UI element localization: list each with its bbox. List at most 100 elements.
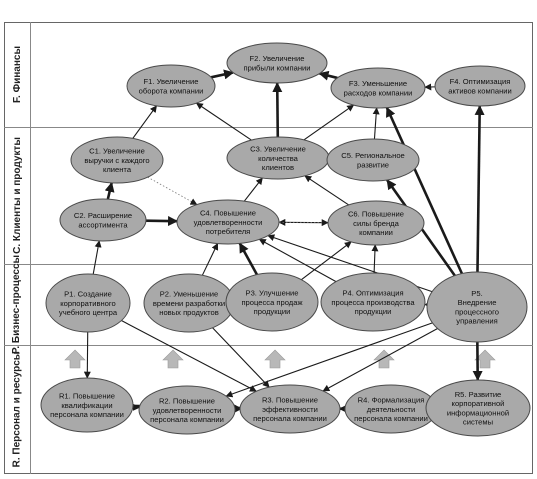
node-p5-line-2: Внедрение <box>458 298 497 307</box>
node-r3-line-2: эффективности <box>262 405 318 414</box>
node-p4-line-1: P4. Оптимизация <box>342 289 403 298</box>
node-f2-line-1: F2. Увеличение <box>250 54 305 63</box>
node-p5-line-1: P5. <box>471 289 482 298</box>
node-r2-line-2: удовлетворенности <box>153 406 222 415</box>
node-r3-line-1: R3. Повышение <box>262 396 318 405</box>
node-p4-shape <box>320 272 426 332</box>
connector-c1-to-c4 <box>147 176 198 205</box>
connector-p1-to-r3 <box>121 320 257 392</box>
connector-c6-to-c3 <box>304 175 350 206</box>
lane-divider-customers-processes <box>4 264 533 265</box>
connector-p3-to-c4 <box>238 242 259 276</box>
node-r2: R2. Повышениеудовлетворенностиперсонала … <box>138 385 236 435</box>
node-r3-line-3: персонала компании <box>253 414 327 423</box>
connector-c1-to-f1 <box>132 105 157 139</box>
node-r3-shape <box>239 384 341 434</box>
node-f3-line-1: F3. Уменьшение <box>349 79 407 88</box>
node-r5-line-3: информационной <box>447 408 509 417</box>
connector-p3-to-c6 <box>301 241 352 281</box>
node-f4-line-2: активов компании <box>448 86 512 95</box>
node-r4-line-3: персонала компании <box>354 414 428 423</box>
connector-c3-to-f1 <box>195 102 252 141</box>
node-c2-shape <box>59 198 147 242</box>
node-c4-line-3: потребителя <box>206 227 251 236</box>
node-c1-line-3: клиента <box>103 165 132 174</box>
node-f1-shape <box>126 64 216 108</box>
node-f4-line-1: F4. Оптимизация <box>450 77 511 86</box>
connector-p2-to-c4 <box>201 242 219 276</box>
connector-c3-to-f3 <box>303 104 355 141</box>
node-f1-line-2: оборота компании <box>139 86 204 95</box>
node-c5-shape <box>326 138 420 182</box>
node-p5-line-3: процессного <box>455 307 499 316</box>
node-c1-shape <box>70 136 164 184</box>
connector-c5-to-f3 <box>372 107 380 140</box>
node-p3-shape <box>225 272 319 332</box>
node-r1-line-2: квалификации <box>61 401 112 410</box>
connector-p5-to-f3 <box>385 106 464 275</box>
node-f1-line-1: F1. Увеличение <box>144 77 199 86</box>
node-p3-line-2: процесса продаж <box>241 298 303 307</box>
block-arrow-up-1 <box>64 349 86 369</box>
connector-f3-to-f2 <box>318 70 338 81</box>
node-c3-line-3: клиентов <box>262 163 294 172</box>
node-p1-shape <box>45 273 131 333</box>
node-c1-line-2: выручки с каждого <box>84 156 149 165</box>
node-c5-line-1: C5. Региональное <box>341 151 405 160</box>
node-r5-shape <box>425 379 531 437</box>
connector-c4-to-c3 <box>243 177 263 202</box>
node-c2-line-2: ассортимента <box>78 220 128 229</box>
block-arrow-up-4 <box>373 349 395 369</box>
node-p3-line-1: P3. Улучшение <box>246 289 299 298</box>
node-p1-line-3: учебного центра <box>59 308 118 317</box>
connector-c3-to-f2 <box>272 81 283 138</box>
connector-p5-to-f4 <box>474 104 485 273</box>
node-c3-line-2: количества <box>258 154 299 163</box>
node-r1-line-1: R1. Повышение <box>59 392 115 401</box>
block-arrow-up-2 <box>162 349 184 369</box>
node-r5-line-4: системы <box>463 418 493 427</box>
node-c6-line-1: C6. Повышение <box>348 210 404 219</box>
node-r5: R5. Развитиекорпоративнойинформационнойс… <box>425 379 531 437</box>
node-r2-shape <box>138 385 236 435</box>
connector-c2-to-c1 <box>104 181 115 200</box>
node-f2-shape <box>226 42 328 84</box>
node-c5-line-2: развитие <box>357 160 389 169</box>
node-p3-line-3: продукции <box>254 307 291 316</box>
lane-divider-processes-people <box>4 345 533 346</box>
node-c2-line-1: C2. Расширение <box>74 211 132 220</box>
lane-divider-finance-customers <box>4 127 533 128</box>
connector-p5-to-r3 <box>322 328 438 392</box>
node-p4-line-3: продукции <box>355 307 392 316</box>
node-r4-line-2: деятельности <box>367 405 415 414</box>
node-r4-line-1: R4. Формализация <box>358 396 425 405</box>
node-r1-line-3: персонала компании <box>50 410 124 419</box>
node-p5-line-4: управления <box>456 317 497 326</box>
node-c4: C4. Повышениеудовлетворенностипотребител… <box>176 199 280 245</box>
node-r5-line-1: R5. Развитие <box>455 390 502 399</box>
node-r1-shape <box>40 377 134 433</box>
node-p2-line-2: времени разработки <box>153 299 225 308</box>
node-f3-line-2: расходов компании <box>344 88 413 97</box>
node-p1-line-2: корпоративного <box>60 299 115 308</box>
connector-p2-to-r3 <box>212 327 270 388</box>
node-p2-line-3: новых продуктов <box>159 308 219 317</box>
node-c3-line-1: C3. Увеличение <box>250 145 306 154</box>
node-p1-line-1: P1. Создание <box>64 290 112 299</box>
